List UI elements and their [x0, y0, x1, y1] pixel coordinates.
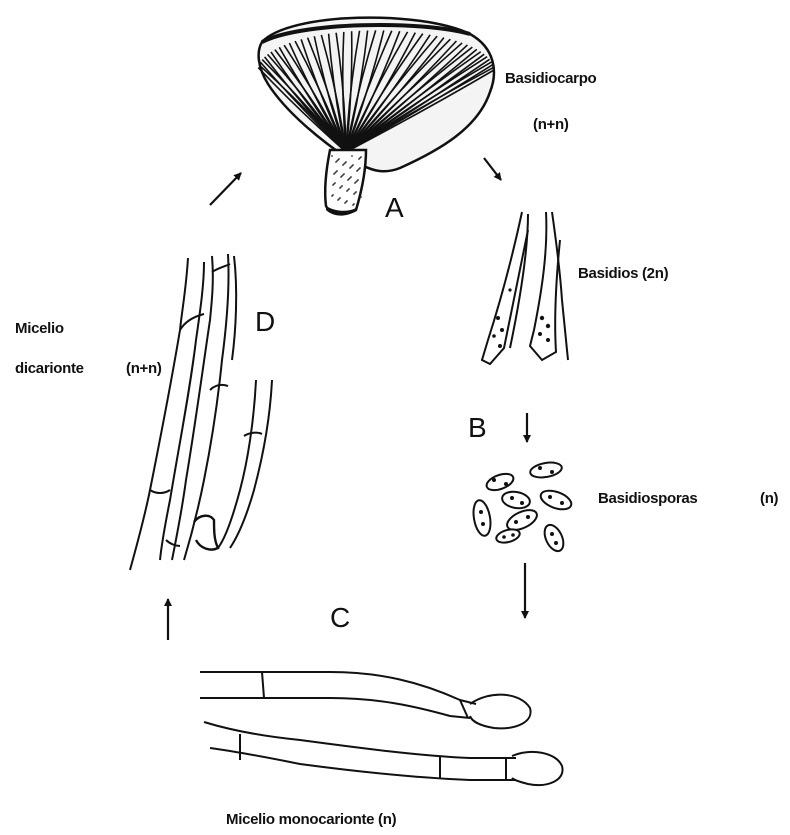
label-basidiocarp-ploidy: (n+n) — [533, 116, 569, 133]
stipe-dot — [331, 195, 333, 197]
stipe-dot — [335, 161, 337, 163]
stipe-dot — [358, 158, 360, 160]
stage-letter-b: B — [468, 412, 487, 444]
stipe-dot — [339, 187, 341, 189]
stipe-dot — [342, 164, 344, 166]
hypha-d2 — [172, 256, 213, 560]
basidia-drawing — [482, 212, 568, 364]
stipe-dot — [347, 179, 349, 181]
stipe-dot — [332, 184, 334, 186]
stipe-dot — [333, 173, 335, 175]
hypha-upper-tip — [470, 695, 531, 729]
spore — [541, 522, 567, 554]
stipe-dot — [352, 204, 354, 206]
stage-letter-d: D — [255, 306, 275, 338]
stipe-dot — [340, 176, 342, 178]
label-monokaryotic-mycelium: Micelio monocarionte (n) — [226, 811, 396, 828]
cycle-arrows — [168, 158, 527, 640]
stipe-dot — [331, 155, 333, 157]
stipe-dot — [360, 196, 362, 198]
hypha-lower — [204, 722, 516, 758]
basidiocarp-stipe — [325, 150, 366, 213]
spore — [471, 499, 493, 537]
clamp-connection — [194, 516, 218, 550]
arrow-d-to-a — [210, 173, 241, 205]
spore — [529, 460, 563, 479]
stage-letter-a: A — [385, 192, 404, 224]
spore — [495, 527, 521, 545]
label-dikaryotic-mycelium-line2: dicarionte — [15, 360, 84, 377]
label-dikaryotic-mycelium-line1: Micelio — [15, 320, 64, 337]
dikaryotic-mycelium-drawing — [130, 254, 272, 570]
basidiocarp-drawing — [258, 18, 494, 216]
label-dikaryotic-mycelium-ploidy: (n+n) — [126, 360, 162, 377]
arrow-a-to-basidia — [484, 158, 501, 180]
hypha-lower-tip — [512, 752, 563, 785]
label-basidia: Basidios (2n) — [578, 265, 668, 282]
basidiospores-drawing — [471, 460, 574, 554]
spore — [538, 487, 574, 513]
label-basidiocarp: Basidiocarpo — [505, 70, 596, 87]
monokaryotic-mycelium-drawing — [200, 672, 563, 785]
stipe-dot — [344, 202, 346, 204]
hypha-d3 — [218, 380, 256, 548]
stipe-dot — [353, 193, 355, 195]
spore — [501, 490, 531, 511]
stipe-dot — [356, 170, 358, 172]
label-basidiospores: Basidiosporas — [598, 490, 697, 507]
stipe-dot — [337, 199, 339, 201]
stipe-dot — [351, 155, 353, 157]
spore — [484, 471, 515, 494]
stipe-dot — [346, 190, 348, 192]
label-basidiospores-ploidy: (n) — [760, 490, 778, 507]
hypha-upper — [200, 672, 476, 704]
stipe-dot — [354, 182, 356, 184]
stipe-dot — [349, 167, 351, 169]
stage-letter-c: C — [330, 602, 350, 634]
